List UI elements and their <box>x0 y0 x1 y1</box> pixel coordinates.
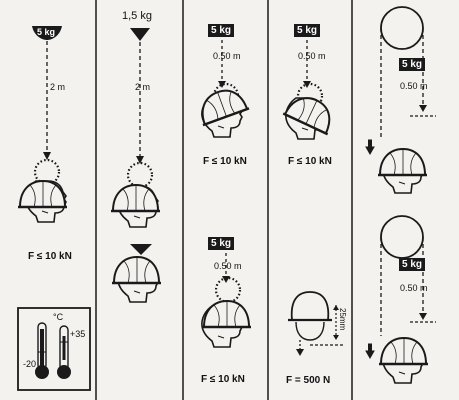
col4-top-test <box>282 40 340 140</box>
col1-height-label: 2 m <box>50 82 66 92</box>
col3-top-height-label: 0.50 m <box>213 51 241 61</box>
col5-top-height-label: 0.50 m <box>400 81 428 91</box>
temperature-high-label: +35 <box>70 329 86 339</box>
col4-top-mass-badge: 5 kg <box>294 24 321 37</box>
col1-test <box>16 26 69 223</box>
col2-test <box>109 28 163 303</box>
col3-bottom-force-label: F ≤ 10 kN <box>201 374 245 385</box>
col4-bottom-force-label: F = 500 N <box>286 375 331 386</box>
col2-mass-label: 1,5 kg <box>122 10 152 22</box>
col4-bottom-travel-label: 25mm <box>338 308 347 331</box>
col5-top-mass-badge: 5 kg <box>399 58 426 71</box>
col5-bottom-mass-badge: 5 kg <box>399 258 426 271</box>
col3-top-test <box>192 40 251 138</box>
col2-height-label: 2 m <box>135 82 151 92</box>
col3-top-mass-badge: 5 kg <box>208 24 235 37</box>
col3-bottom-height-label: 0.50 m <box>214 261 242 271</box>
col1-force-label: F ≤ 10 kN <box>28 251 72 262</box>
col3-bottom-test <box>200 253 253 348</box>
col5-top-test <box>365 6 436 194</box>
col1-mass-label: 5 kg <box>37 27 56 37</box>
thermometer-icon <box>17 307 91 391</box>
col3-top-force-label: F ≤ 10 kN <box>203 156 247 167</box>
col3-bottom-mass-badge: 5 kg <box>208 237 235 250</box>
column-dividers <box>95 0 353 400</box>
col4-top-force-label: F ≤ 10 kN <box>288 156 332 167</box>
temperature-low-label: -20 <box>23 359 37 369</box>
col4-top-height-label: 0.50 m <box>298 51 326 61</box>
temperature-unit-label: °C <box>53 312 64 322</box>
col4-bottom-test <box>288 291 345 356</box>
col5-bottom-test <box>365 215 436 384</box>
col5-bottom-height-label: 0.50 m <box>400 283 428 293</box>
